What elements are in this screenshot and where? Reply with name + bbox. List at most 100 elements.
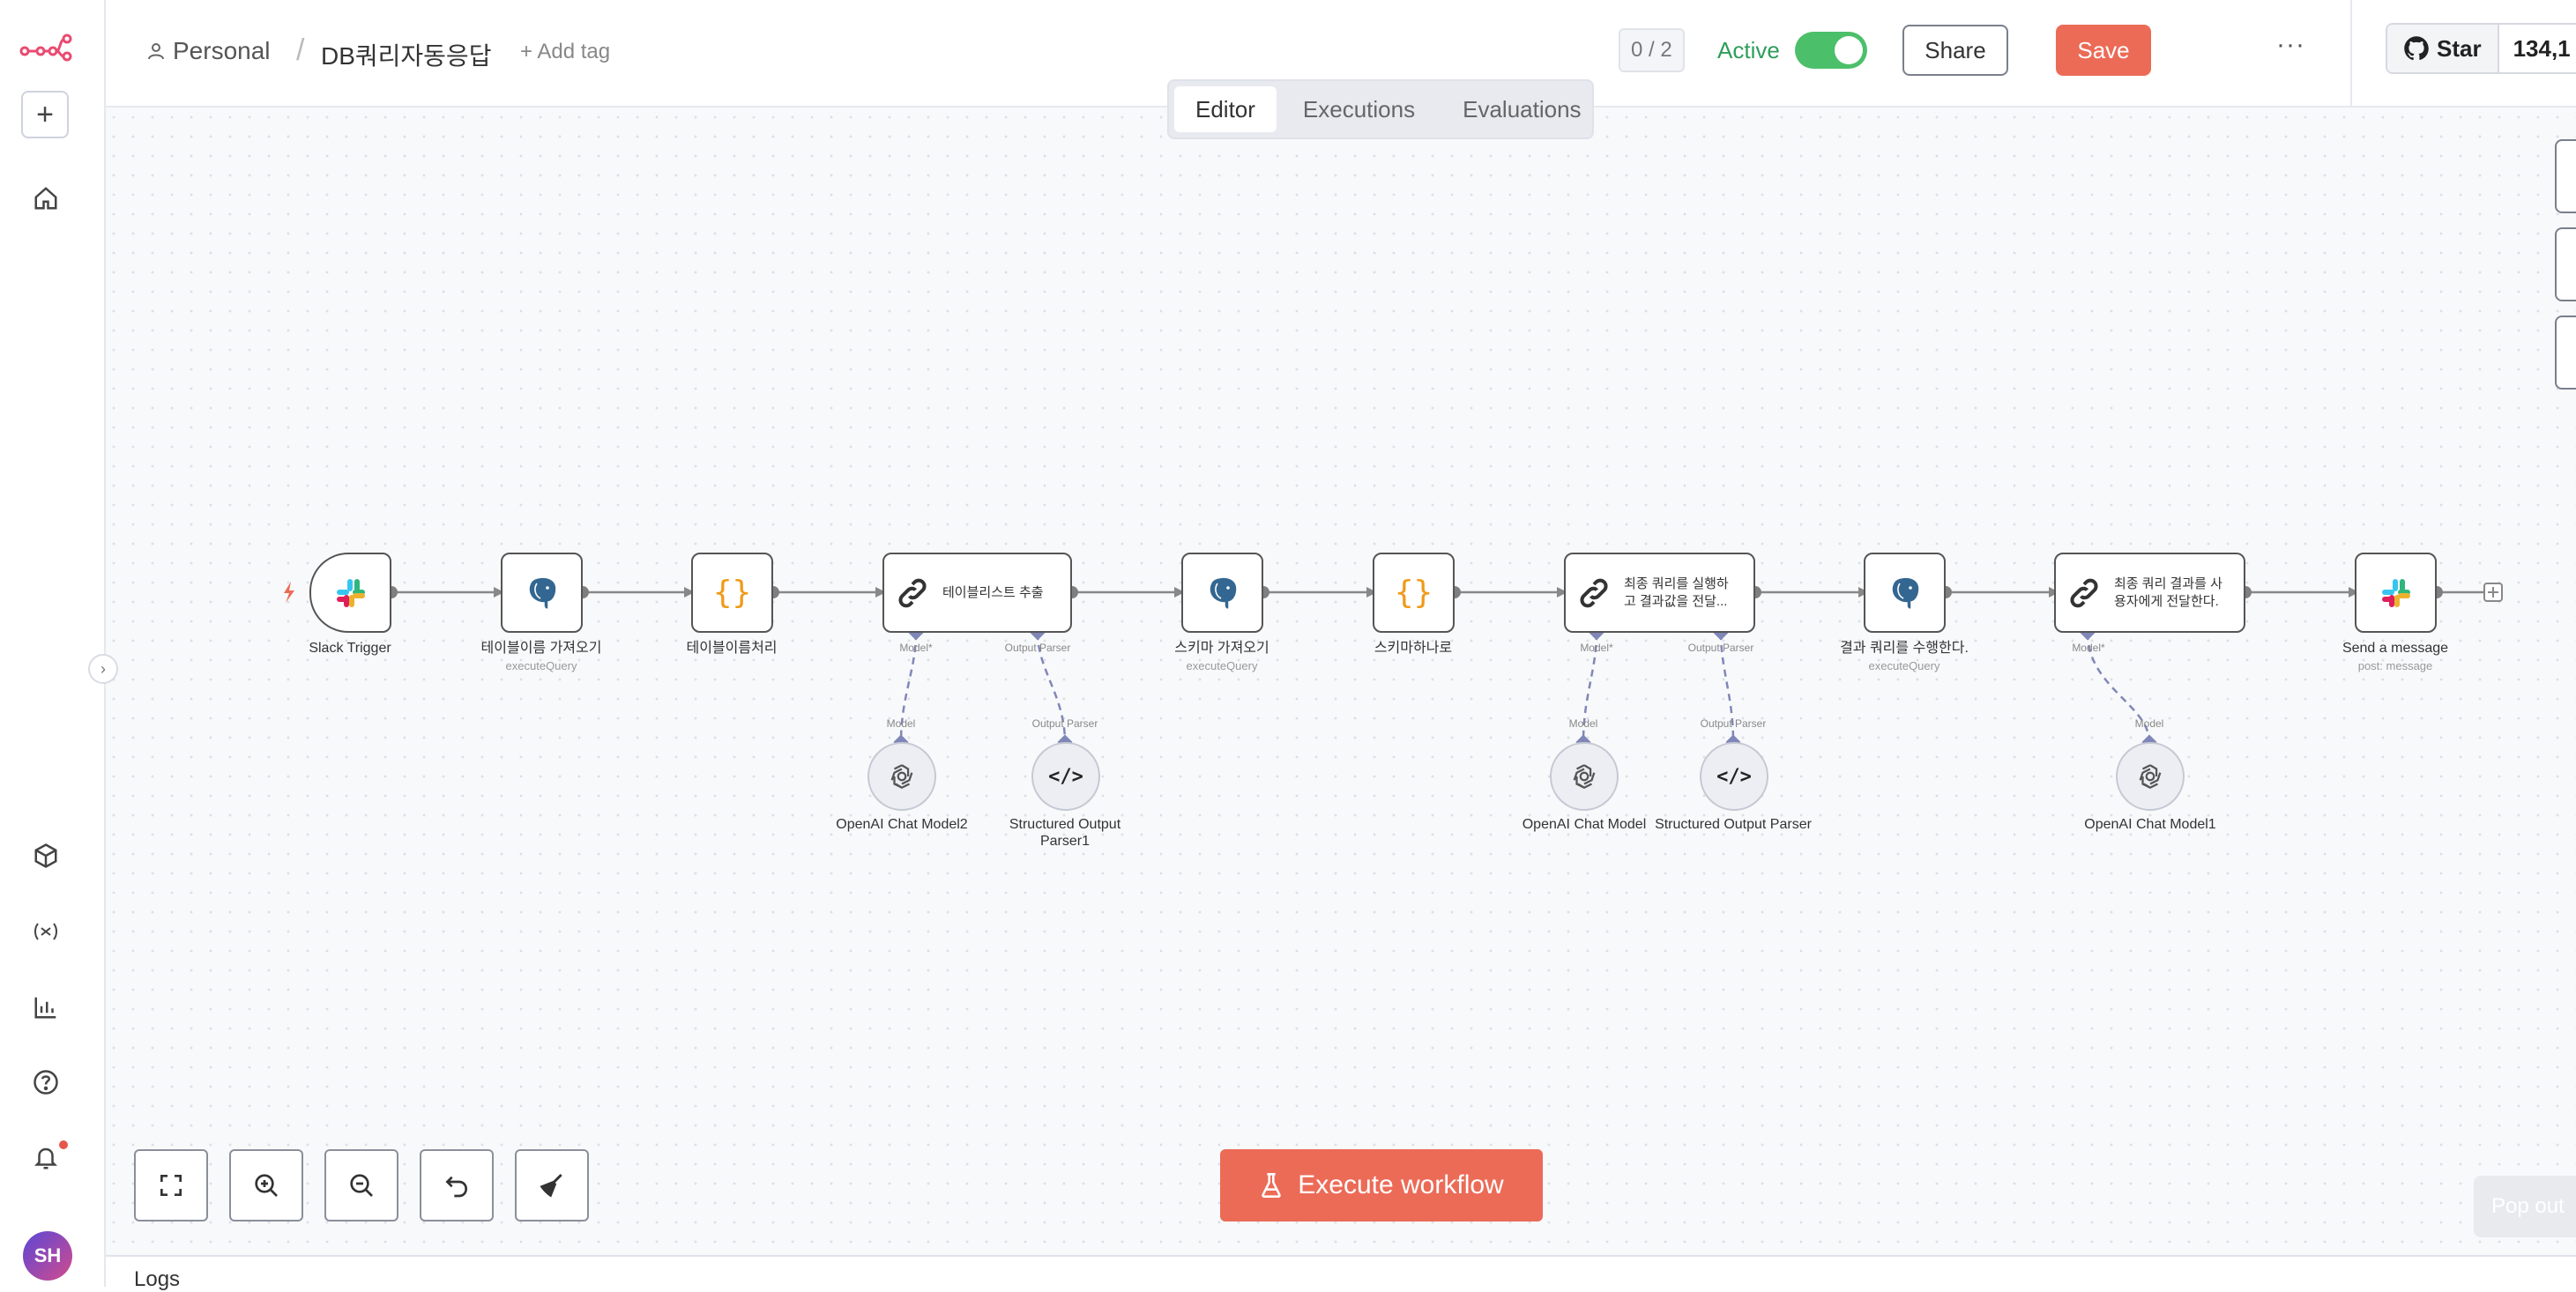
header-divider <box>2350 0 2352 108</box>
execute-workflow-button[interactable]: Execute workflow <box>1220 1149 1543 1221</box>
chain-link-icon <box>898 578 927 607</box>
panel-button[interactable] <box>2555 227 2576 301</box>
trigger-bolt-icon <box>284 582 294 603</box>
n8n-logo[interactable] <box>19 32 72 63</box>
breadcrumb-owner[interactable]: Personal <box>148 37 271 65</box>
insights-icon[interactable] <box>28 990 63 1025</box>
variables-icon[interactable] <box>28 914 63 949</box>
node-send-message[interactable] <box>2355 553 2437 633</box>
broom-icon <box>540 1173 562 1198</box>
node-final-query[interactable]: 최종 쿼리를 실행하고 결과값을 전달... <box>1564 553 1755 633</box>
node-label: 테이블이름처리 <box>686 641 778 656</box>
node-label: Send a message <box>2341 641 2449 656</box>
avatar[interactable]: SH <box>23 1231 72 1281</box>
subnode-label: Structured Output Parser1 <box>1009 817 1121 849</box>
chain-link-icon <box>2070 578 2098 607</box>
node-table-processing[interactable]: {} <box>691 553 773 633</box>
tab-evaluations[interactable]: Evaluations <box>1463 95 1582 123</box>
node-inline-text: 테이블리스트 추출 <box>942 584 1044 600</box>
version-counter[interactable]: 0 / 2 <box>1619 28 1685 72</box>
undo-icon <box>445 1176 468 1198</box>
postgres-icon <box>1208 575 1238 610</box>
openai-icon <box>890 764 913 790</box>
port-label-output-parser: Output Parser <box>1687 642 1754 654</box>
workflow-name[interactable]: DB쿼리자동응답 <box>321 42 492 70</box>
subnode-label: OpenAI Chat Model2 <box>836 817 968 832</box>
subnode-label: Structured Output Parser <box>1655 817 1812 832</box>
github-star-button[interactable]: Star <box>2387 25 2499 72</box>
node-extract-tables[interactable]: 테이블리스트 추출 <box>882 553 1072 633</box>
notifications-icon[interactable] <box>28 1140 63 1176</box>
subnode-label: OpenAI Chat Model <box>1522 817 1647 832</box>
fit-view-button[interactable] <box>134 1149 208 1221</box>
zoom-in-icon <box>255 1174 278 1197</box>
node-label: Slack Trigger <box>309 641 391 656</box>
tidy-up-button[interactable] <box>515 1149 589 1221</box>
execute-workflow-label: Execute workflow <box>1298 1170 1504 1199</box>
share-button[interactable]: Share <box>1902 25 2008 76</box>
node-label: 스키마하나로 <box>1374 641 1453 656</box>
node-schema-merge[interactable]: {} <box>1373 553 1455 633</box>
tab-editor[interactable]: Editor <box>1174 86 1277 132</box>
node-subtitle: executeQuery <box>1186 659 1258 672</box>
templates-icon[interactable] <box>28 838 63 873</box>
flask-icon <box>1262 1173 1282 1198</box>
slack-icon <box>336 578 365 607</box>
port-label-model: Model* <box>2072 642 2105 654</box>
github-icon <box>2404 36 2429 61</box>
subnode-openai-chat-model1[interactable] <box>2116 742 2185 811</box>
node-run-result[interactable] <box>1864 553 1946 633</box>
home-icon[interactable] <box>28 181 63 216</box>
chain-link-icon <box>1580 578 1608 607</box>
view-tabs: Editor Executions Evaluations <box>1167 79 1594 139</box>
postgres-icon <box>527 575 557 610</box>
node-inline-text: 최종 쿼리를 실행하고 결과값을 전달... <box>1624 575 1729 609</box>
node-get-schema[interactable] <box>1181 553 1263 633</box>
create-button[interactable]: + <box>21 91 69 138</box>
zoom-in-button[interactable] <box>229 1149 303 1221</box>
tab-executions[interactable]: Executions <box>1302 95 1416 123</box>
node-deliver-result[interactable]: 최종 쿼리 결과를 사용자에게 전달한다. <box>2054 553 2245 633</box>
ai-connections <box>899 632 2151 743</box>
user-icon <box>148 43 164 60</box>
pop-out-button[interactable]: Pop out <box>2474 1176 2576 1237</box>
workflow-canvas[interactable] <box>104 108 2576 1271</box>
node-subtitle: post: message <box>2357 659 2433 672</box>
help-icon[interactable] <box>28 1065 63 1100</box>
node-label: 결과 쿼리를 수행한다. <box>1840 641 1969 656</box>
add-tag-button[interactable]: + Add tag <box>520 40 611 63</box>
logs-panel[interactable]: Logs <box>104 1255 2576 1292</box>
code-braces-icon: {} <box>1394 575 1433 611</box>
openai-icon <box>1573 764 1596 790</box>
subnode-openai-chat-model2[interactable] <box>867 742 936 811</box>
save-button[interactable]: Save <box>2056 25 2151 76</box>
breadcrumb-separator: / <box>296 33 305 67</box>
panel-button[interactable] <box>2555 139 2576 213</box>
zoom-out-icon <box>350 1174 373 1197</box>
more-options-button[interactable]: ··· <box>2276 30 2305 59</box>
active-toggle[interactable] <box>1795 32 1867 69</box>
sidebar-collapse-toggle[interactable]: › <box>88 654 118 684</box>
node-subtitle: executeQuery <box>1868 659 1940 672</box>
zoom-out-button[interactable] <box>324 1149 398 1221</box>
arrow-heads <box>494 587 2359 598</box>
port-label-output-parser: Output Parser <box>1004 642 1071 654</box>
port-label-model: Model <box>886 717 916 730</box>
github-star-label: Star <box>2437 34 2482 62</box>
reset-zoom-button[interactable] <box>420 1149 494 1221</box>
node-get-tables[interactable] <box>501 553 583 633</box>
breadcrumb-owner-label: Personal <box>173 37 271 64</box>
node-label: 테이블이름 가져오기 <box>480 641 602 656</box>
subnode-openai-chat-model[interactable] <box>1550 742 1619 811</box>
subnode-structured-output-parser1[interactable]: </> <box>1031 742 1100 811</box>
subnode-label: OpenAI Chat Model1 <box>2084 817 2216 832</box>
node-label: 스키마 가져오기 <box>1174 641 1269 656</box>
notification-badge <box>59 1140 68 1149</box>
panel-button[interactable] <box>2555 316 2576 390</box>
node-slack-trigger[interactable] <box>309 553 391 633</box>
subnode-structured-output-parser[interactable]: </> <box>1700 742 1768 811</box>
port-label-model: Model <box>2134 717 2164 730</box>
github-star-widget[interactable]: Star 134,1 <box>2386 23 2576 74</box>
node-subtitle: executeQuery <box>505 659 577 672</box>
github-star-count: 134,1 <box>2498 25 2576 72</box>
